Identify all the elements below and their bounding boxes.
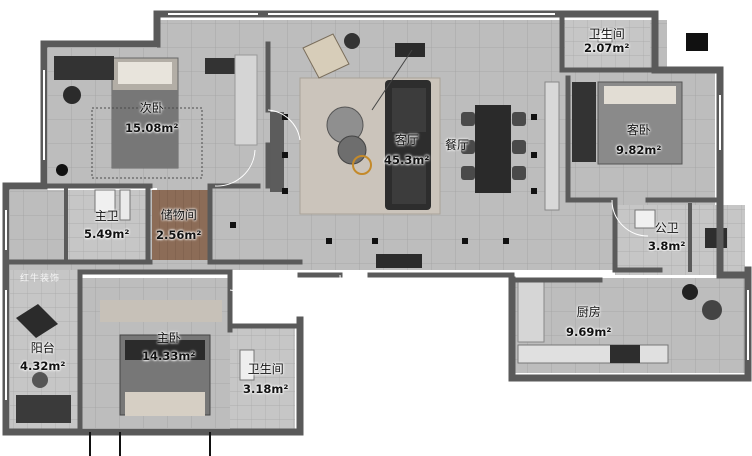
room-label-bath-bottom: 卫生间 3.18m² bbox=[243, 362, 288, 396]
room-area: 3.18m² bbox=[243, 382, 289, 396]
doors bbox=[214, 109, 649, 321]
room-label-public-bath: 公卫 3.8m² bbox=[648, 221, 685, 253]
room-label-second-bedroom: 次卧 15.08m² bbox=[125, 101, 178, 135]
balcony-rail bbox=[89, 432, 211, 456]
room-area: 4.32m² bbox=[20, 359, 66, 373]
room-name: 阳台 bbox=[30, 341, 55, 355]
room-label-master-bath: 主卫 5.49m² bbox=[84, 209, 129, 241]
room-area: 2.07m² bbox=[584, 41, 630, 55]
room-area: 45.3m² bbox=[384, 153, 430, 167]
room-name: 次卧 bbox=[139, 101, 164, 115]
room-name: 客卧 bbox=[626, 123, 651, 137]
furniture bbox=[16, 29, 727, 423]
room-label-kitchen: 厨房 9.69m² bbox=[566, 305, 611, 339]
windows bbox=[5, 13, 749, 400]
room-label-balcony: 阳台 4.32m² bbox=[20, 341, 65, 373]
room-label-master-bedroom: 主卧 14.33m² bbox=[142, 331, 195, 363]
room-label-guest-bedroom: 客卧 9.82m² bbox=[616, 123, 661, 157]
room-name: 卫生间 bbox=[247, 362, 284, 376]
room-name: 客厅 bbox=[394, 133, 419, 147]
room-area: 14.33m² bbox=[142, 349, 196, 363]
room-label-storage: 储物间 2.56m² bbox=[156, 208, 201, 242]
room-name: 厨房 bbox=[576, 305, 601, 319]
room-label-dining: 餐厅 bbox=[445, 138, 469, 152]
room-area: 9.82m² bbox=[616, 143, 662, 157]
room-name: 主卫 bbox=[94, 209, 119, 223]
room-name: 储物间 bbox=[160, 208, 197, 222]
room-label-bath-top: 卫生间 2.07m² bbox=[584, 27, 629, 55]
room-name: 餐厅 bbox=[445, 138, 470, 152]
watermark: 红牛装饰 bbox=[20, 274, 61, 284]
room-name: 主卧 bbox=[156, 331, 181, 345]
room-name: 公卫 bbox=[654, 221, 679, 235]
room-name: 卫生间 bbox=[588, 27, 625, 41]
room-area: 9.69m² bbox=[566, 325, 612, 339]
room-area: 5.49m² bbox=[84, 227, 130, 241]
room-area: 3.8m² bbox=[648, 239, 686, 253]
room-area: 15.08m² bbox=[125, 121, 179, 135]
room-label-living: 客厅 45.3m² bbox=[384, 133, 429, 167]
room-area: 2.56m² bbox=[156, 228, 202, 242]
